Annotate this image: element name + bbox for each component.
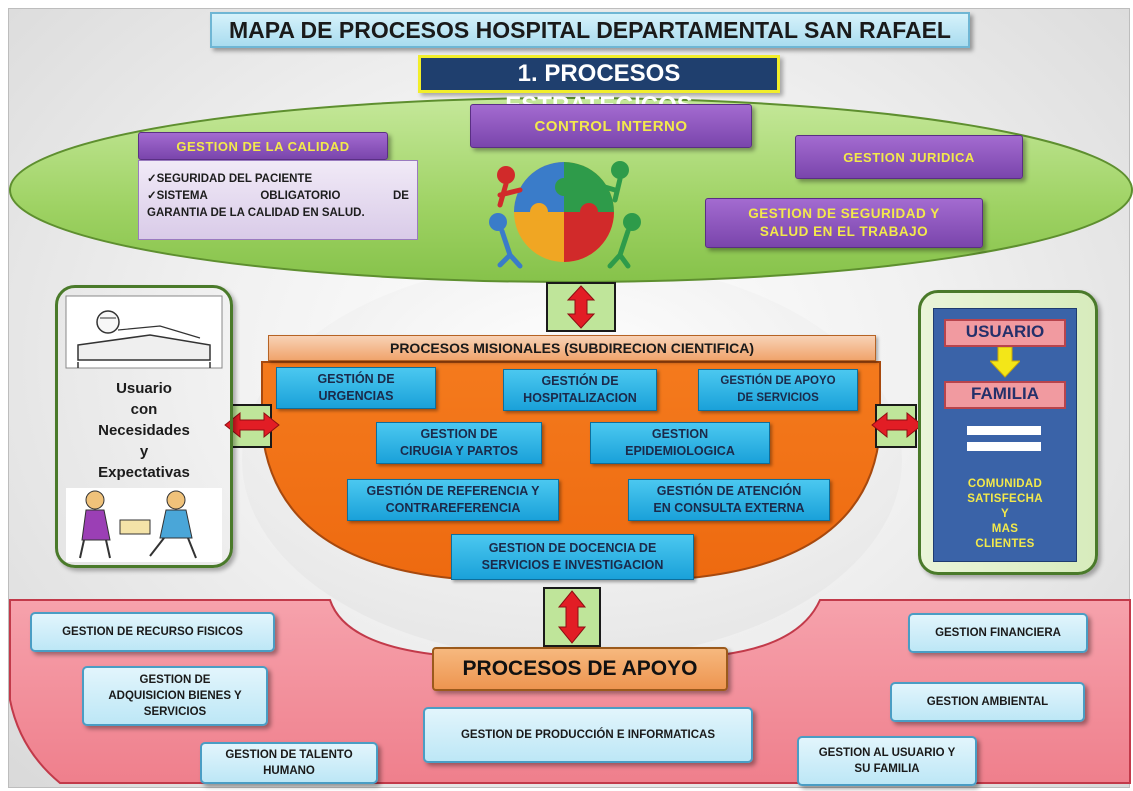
physical-resources-box: GESTION DE RECURSO FISICOS (30, 612, 275, 652)
production-it-box: GESTION DE PRODUCCIÓN E INFORMATICAS (423, 707, 753, 763)
down-arrow-icon (990, 347, 1020, 378)
support-processes-title: PROCESOS DE APOYO (432, 647, 728, 691)
quality-item-system-tail: GARANTIA DE LA CALIDAD EN SALUD. (147, 207, 365, 219)
equals-bar-top (967, 426, 1041, 435)
legal-management-box: GESTION JURIDICA (795, 135, 1023, 179)
satisfied-community-panel: USUARIO FAMILIA COMUNIDAD SATISFECHA Y M… (918, 290, 1098, 575)
family-label: FAMILIA (944, 381, 1066, 409)
consultation-illustration (66, 488, 222, 562)
finance-box: GESTION FINANCIERA (908, 613, 1088, 653)
arrow-strategic-missional (546, 282, 616, 332)
quality-item-system: ✓SISTEMA OBLIGATORIO DE (147, 190, 409, 202)
check-icon: ✓ (147, 190, 157, 202)
arrow-left-missional (224, 404, 280, 448)
user-needs-text: Usuario con Necesidades y Expectativas (98, 380, 190, 481)
quality-item-patient-safety: ✓SEGURIDAD DEL PACIENTE (147, 173, 313, 185)
user-needs-panel: Usuario con Necesidades y Expectativas (55, 285, 233, 568)
community-text: COMUNIDAD SATISFECHA Y MAS CLIENTES (967, 478, 1043, 550)
internal-control-box: CONTROL INTERNO (470, 104, 752, 148)
check-icon: ✓ (147, 173, 157, 185)
result-box: USUARIO FAMILIA COMUNIDAD SATISFECHA Y M… (933, 308, 1077, 562)
quality-list: ✓SEGURIDAD DEL PACIENTE ✓SISTEMA OBLIGAT… (138, 160, 418, 240)
occupational-safety-box: GESTION DE SEGURIDAD Y SALUD EN EL TRABA… (705, 198, 983, 248)
arrow-missional-right (871, 404, 923, 448)
quality-management-box: GESTION DE LA CALIDAD (138, 132, 388, 160)
sick-user-illustration (65, 295, 223, 369)
missional-processes-title: PROCESOS MISIONALES (SUBDIRECION CIENTIF… (268, 335, 876, 361)
environmental-box: GESTION AMBIENTAL (890, 682, 1085, 722)
page-title: MAPA DE PROCESOS HOSPITAL DEPARTAMENTAL … (210, 12, 970, 48)
puzzle-team-illustration (489, 161, 641, 269)
arrow-missional-support (543, 587, 601, 647)
user-label: USUARIO (944, 319, 1066, 347)
equals-bar-bottom (967, 442, 1041, 451)
strategic-processes-title: 1. PROCESOS ESTRATEGICOS (418, 55, 780, 119)
